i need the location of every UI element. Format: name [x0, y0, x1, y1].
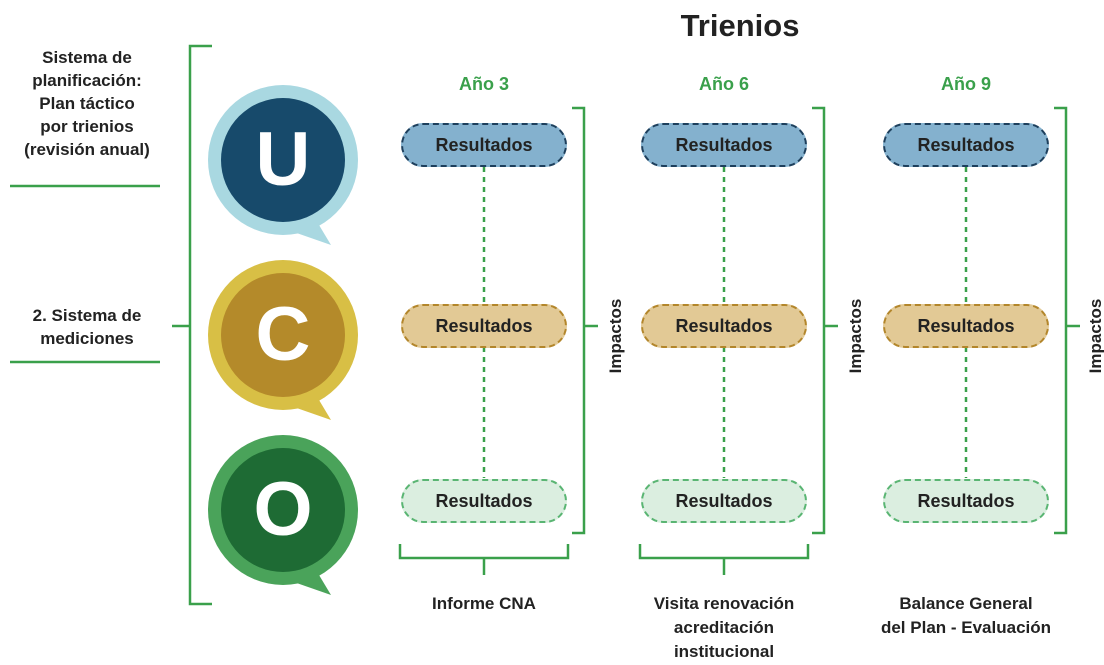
measurement-line-2: mediciones [40, 329, 134, 348]
col3-impact-bracket [1054, 106, 1068, 535]
results-pill-o-year3: Resultados [401, 479, 567, 523]
results-pill-c-year9: Resultados [883, 304, 1049, 348]
badge-c-letter: C [255, 292, 311, 377]
badge-u [208, 85, 358, 245]
measurement-label: 2. Sistema de mediciones [2, 304, 172, 350]
results-pill-u-year3: Resultados [401, 123, 567, 167]
measurement-line-1: 2. Sistema de [32, 306, 142, 325]
planning-line-1: Sistema de [42, 48, 132, 67]
bottom-label-year6-line-1: Visita renovación [653, 594, 795, 613]
results-pill-c-year3: Resultados [401, 304, 567, 348]
bottom-label-year9-line-2: del Plan - Evaluación [880, 618, 1052, 637]
year-6-label: Año 6 [698, 74, 749, 94]
results-pill-u-year6: Resultados [641, 123, 807, 167]
badge-o [208, 435, 358, 595]
bottom-label-year3-line-1: Informe CNA [432, 594, 536, 613]
planning-line-3: Plan táctico [39, 94, 135, 113]
results-pill-o-year6: Resultados [641, 479, 807, 523]
page-title: Trienios [680, 8, 800, 43]
col1-bottom-bracket [398, 544, 570, 560]
planning-label: Sistema de planificación: Plan táctico p… [2, 46, 172, 161]
bottom-label-year3: Informe CNA [384, 592, 584, 616]
badge-c [208, 260, 358, 420]
planning-line-4: por trienios [40, 117, 134, 136]
bottom-label-year9-line-1: Balance General [899, 594, 1033, 613]
bottom-label-year9: Balance General del Plan - Evaluación [856, 592, 1076, 640]
results-pill-o-year9: Resultados [883, 479, 1049, 523]
results-pill-u-year9: Resultados [883, 123, 1049, 167]
bottom-label-year6-line-2: acreditación [673, 618, 775, 637]
bottom-label-year6-line-3: institucional [673, 642, 775, 661]
year-3-label: Año 3 [458, 74, 509, 94]
planning-line-5: (revisión anual) [24, 140, 150, 159]
results-pill-c-year6: Resultados [641, 304, 807, 348]
year-9-label: Año 9 [940, 74, 991, 94]
bottom-label-year6: Visita renovación acreditación instituci… [614, 592, 834, 664]
impacts-label-year9: Impactos [1086, 298, 1104, 374]
col1-impact-bracket [572, 106, 586, 535]
col2-impact-bracket [812, 106, 826, 535]
badge-o-letter: O [253, 467, 313, 552]
badge-u-letter: U [255, 117, 311, 202]
impacts-label-year3: Impactos [606, 298, 625, 374]
col2-bottom-bracket [638, 544, 810, 560]
planning-line-2: planificación: [32, 71, 142, 90]
impacts-label-year6: Impactos [846, 298, 865, 374]
